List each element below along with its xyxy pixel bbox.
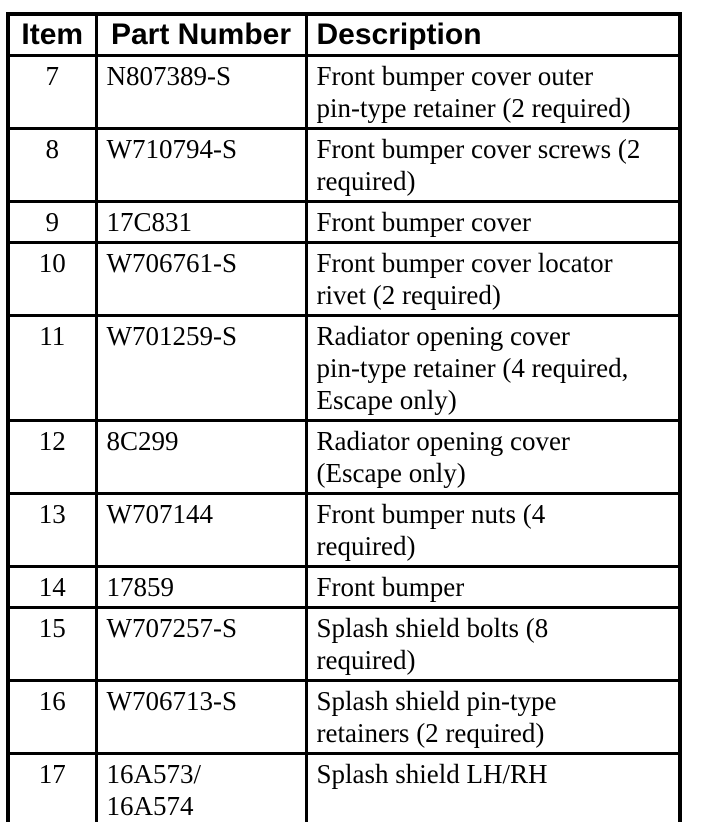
cell-item: 12 [6, 419, 98, 495]
cell-item: 15 [6, 606, 98, 682]
cell-part-number: W707144 [94, 492, 308, 568]
cell-item: 8 [6, 127, 98, 203]
cell-part-number: 8C299 [94, 419, 308, 495]
cell-description: Front bumper cover locator rivet (2 requ… [304, 241, 682, 317]
cell-part-number: 17C831 [94, 200, 308, 244]
cell-description: Front bumper cover screws (2 required) [304, 127, 682, 203]
cell-description: Front bumper cover outer pin-type retain… [304, 54, 682, 130]
cell-item: 9 [6, 200, 98, 244]
table-header-row: Item Part Number Description [6, 12, 682, 57]
cell-part-number: 17859 [94, 565, 308, 609]
header-part-number: Part Number [94, 12, 308, 57]
header-item: Item [6, 12, 98, 57]
cell-part-number: W706761-S [94, 241, 308, 317]
cell-description: Front bumper [304, 565, 682, 609]
cell-part-number: W710794-S [94, 127, 308, 203]
cell-description: Front bumper nuts (4 required) [304, 492, 682, 568]
cell-item: 11 [6, 314, 98, 422]
cell-description: Radiator opening cover (Escape only) [304, 419, 682, 495]
cell-description: Splash shield pin-type retainers (2 requ… [304, 679, 682, 755]
cell-part-number: W707257-S [94, 606, 308, 682]
cell-description: Front bumper cover [304, 200, 682, 244]
cell-description: Splash shield LH/RH [304, 752, 682, 822]
cell-item: 7 [6, 54, 98, 130]
cell-item: 13 [6, 492, 98, 568]
header-description: Description [304, 12, 682, 57]
cell-item: 17 [6, 752, 98, 822]
cell-item: 16 [6, 679, 98, 755]
cell-description: Radiator opening cover pin-type retainer… [304, 314, 682, 422]
cell-part-number: W701259-S [94, 314, 308, 422]
cell-description: Splash shield bolts (8 required) [304, 606, 682, 682]
cell-item: 10 [6, 241, 98, 317]
cell-part-number: N807389-S [94, 54, 308, 130]
cell-item: 14 [6, 565, 98, 609]
cell-part-number: 16A573/ 16A574 [94, 752, 308, 822]
cell-part-number: W706713-S [94, 679, 308, 755]
